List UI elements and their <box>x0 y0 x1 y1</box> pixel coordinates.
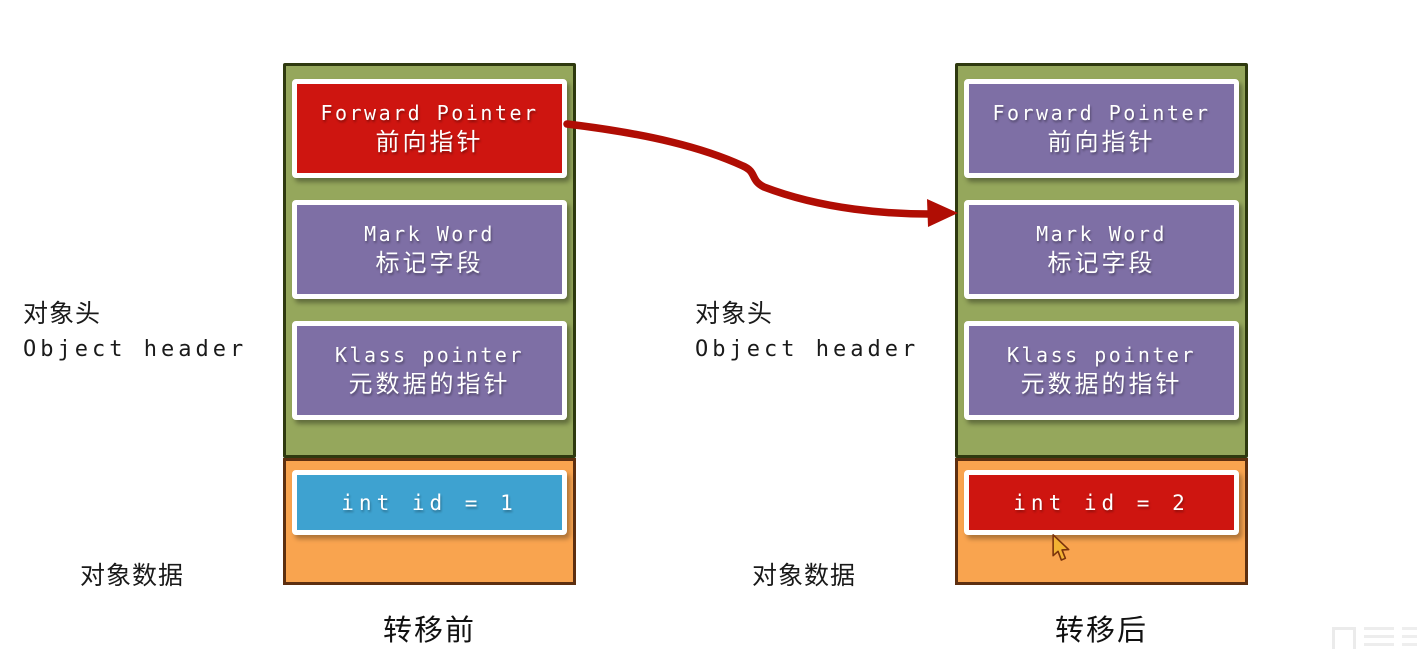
object-header-section-before: Forward Pointer 前向指针 Mark Word 标记字段 Klas… <box>283 63 576 458</box>
object-header-label-zh: 对象头 <box>695 300 774 328</box>
object-data-section-after: int id = 2 <box>955 458 1248 585</box>
forward-pointer-label-zh: 前向指针 <box>375 128 484 156</box>
caption-after-transfer: 转移后 <box>1054 615 1148 647</box>
object-header-section-after: Forward Pointer 前向指针 Mark Word 标记字段 Klas… <box>955 63 1248 458</box>
object-header-label-en: Object header <box>23 337 248 362</box>
caption-before-transfer: 转移前 <box>382 615 476 647</box>
cell-int-id-before: int id = 1 <box>292 470 567 535</box>
mark-word-label-en: Mark Word <box>364 221 495 246</box>
arrowhead-icon <box>927 199 958 227</box>
cell-int-id-after: int id = 2 <box>964 470 1239 535</box>
mark-word-label-zh: 标记字段 <box>375 249 484 277</box>
watermark-glyph <box>1364 627 1394 649</box>
mark-word-label-en: Mark Word <box>1036 221 1167 246</box>
watermark-glyph <box>1402 627 1417 649</box>
klass-pointer-label-en: Klass pointer <box>334 342 525 367</box>
object-header-label-en: Object header <box>695 337 920 362</box>
cell-klass-pointer-before: Klass pointer 元数据的指针 <box>292 321 567 420</box>
klass-pointer-label-en: Klass pointer <box>1006 342 1197 367</box>
cell-forward-pointer-before: Forward Pointer 前向指针 <box>292 79 567 178</box>
forward-pointer-label-en: Forward Pointer <box>992 100 1211 125</box>
klass-pointer-label-zh: 元数据的指针 <box>1020 370 1183 398</box>
object-header-side-label-after: 对象头 Object header <box>695 294 919 362</box>
object-after: Forward Pointer 前向指针 Mark Word 标记字段 Klas… <box>955 63 1248 585</box>
cell-klass-pointer-after: Klass pointer 元数据的指针 <box>964 321 1239 420</box>
mark-word-label-zh: 标记字段 <box>1047 249 1156 277</box>
klass-pointer-label-zh: 元数据的指针 <box>348 370 511 398</box>
cell-mark-word-after: Mark Word 标记字段 <box>964 200 1239 299</box>
mouse-cursor-icon <box>1052 534 1070 561</box>
object-data-label-before: 对象数据 <box>80 562 185 590</box>
forward-pointer-label-zh: 前向指针 <box>1047 128 1156 156</box>
object-header-label-zh: 对象头 <box>23 300 102 328</box>
watermark-glyph <box>1332 627 1356 649</box>
watermark <box>1332 627 1417 649</box>
cell-forward-pointer-after: Forward Pointer 前向指针 <box>964 79 1239 178</box>
object-header-side-label-before: 对象头 Object header <box>23 294 247 362</box>
forward-pointer-label-en: Forward Pointer <box>320 100 539 125</box>
object-data-label-after: 对象数据 <box>752 562 857 590</box>
object-data-section-before: int id = 1 <box>283 458 576 585</box>
object-before: Forward Pointer 前向指针 Mark Word 标记字段 Klas… <box>283 63 576 585</box>
cell-mark-word-before: Mark Word 标记字段 <box>292 200 567 299</box>
